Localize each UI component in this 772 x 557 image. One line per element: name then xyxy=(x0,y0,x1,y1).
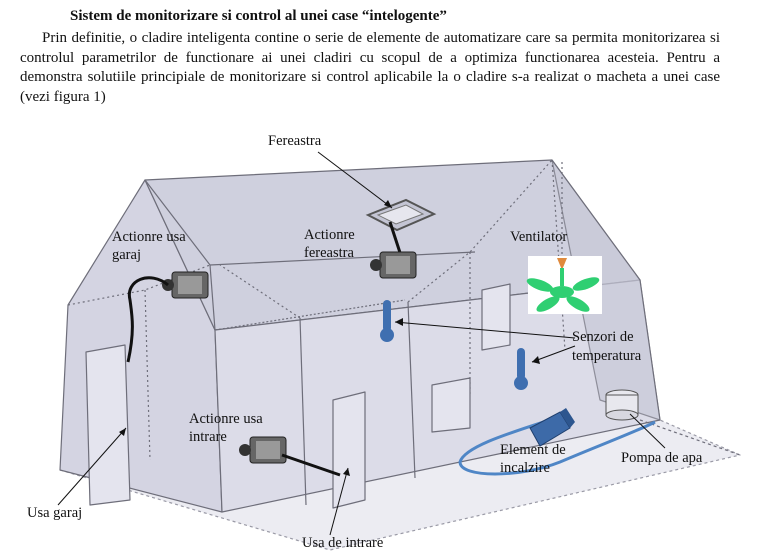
label-actionare-garaj-2: garaj xyxy=(112,247,141,263)
arrow-heads xyxy=(119,200,540,476)
label-actionare-intrare-2: intrare xyxy=(189,429,227,445)
fan-icon xyxy=(526,256,602,314)
motor-icon xyxy=(239,436,287,464)
entry-door xyxy=(332,391,366,509)
label-ventilator: Ventilator xyxy=(510,229,568,245)
leader-lines xyxy=(57,151,666,536)
motor-icon xyxy=(162,271,209,299)
heating-hose xyxy=(458,413,656,476)
thermometer-icon xyxy=(514,348,528,390)
label-element-incalzire-1: Element de xyxy=(500,442,566,458)
label-fereastra: Fereastra xyxy=(268,133,322,149)
label-senzori-2: temperatura xyxy=(572,348,642,364)
label-senzori-1: Senzori de xyxy=(572,329,634,345)
label-actionare-fereastra-1: Actionre xyxy=(304,227,355,243)
pump-icon xyxy=(605,389,639,421)
label-usa-garaj: Usa garaj xyxy=(27,505,83,521)
label-actionare-intrare-1: Actionre usa xyxy=(189,411,263,427)
house-structure xyxy=(59,159,741,551)
document-heading: Sistem de monitorizare si control al une… xyxy=(70,8,447,24)
label-pompa: Pompa de apa xyxy=(621,450,703,466)
document-paragraph: Prin definitie, o cladire inteligenta co… xyxy=(20,30,720,105)
label-actionare-fereastra-2: fereastra xyxy=(304,245,354,261)
label-actionare-garaj-1: Actionre usa xyxy=(112,229,186,245)
thermometer-icon xyxy=(380,300,394,342)
window-icon xyxy=(365,198,437,232)
label-element-incalzire-2: incalzire xyxy=(500,460,550,476)
heater-icon xyxy=(529,408,575,447)
garage-door xyxy=(85,344,131,506)
label-usa-intrare: Usa de intrare xyxy=(302,535,384,551)
motor-icon xyxy=(370,251,417,279)
